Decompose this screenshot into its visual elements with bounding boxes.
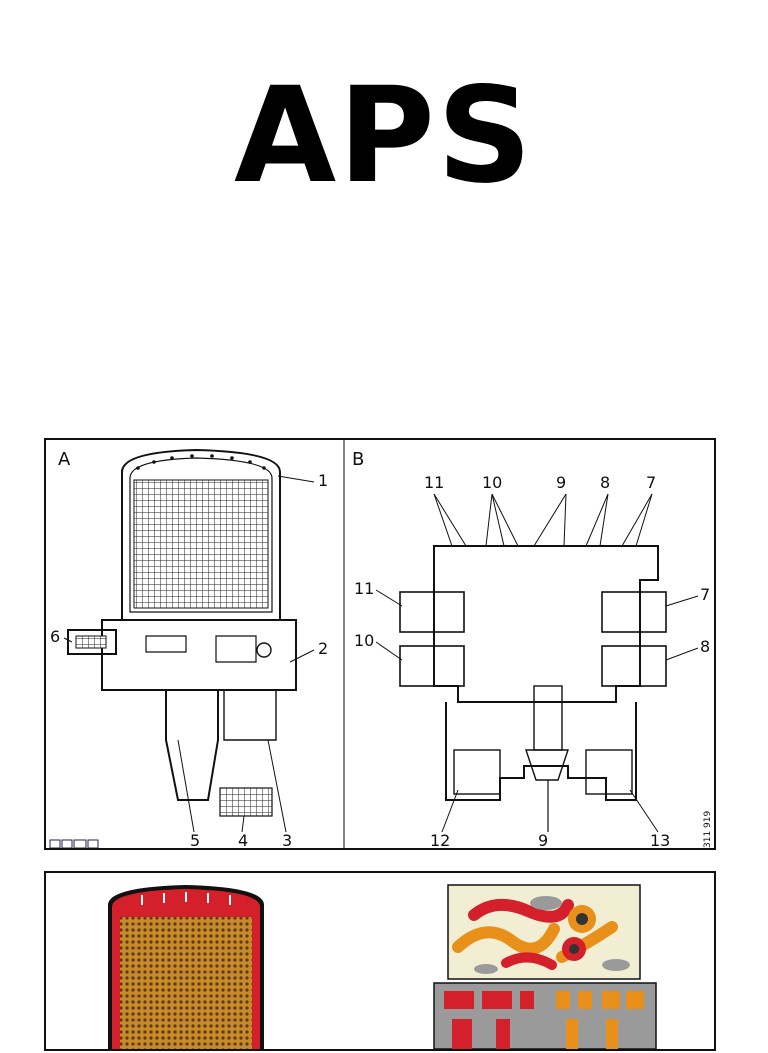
callout-a-6: 6 — [50, 627, 60, 646]
callout-a-5: 5 — [190, 831, 200, 848]
colored-diagram — [44, 871, 716, 1051]
toolbar-icons — [49, 839, 99, 849]
cartridge-dots — [136, 454, 266, 470]
callout-b-top-8: 8 — [600, 473, 610, 492]
colored-diagram-svg — [108, 884, 657, 1050]
dryer-cartridge — [121, 448, 281, 621]
valve-body-a — [101, 619, 297, 801]
callout-a-1: 1 — [318, 471, 328, 490]
callout-a-2: 2 — [318, 639, 328, 658]
reference-code: 311 919 — [703, 811, 713, 848]
diagram-svg: A 1 2 3 4 5 6 B 11 10 9 8 — [49, 440, 713, 850]
part-6-housing — [67, 629, 117, 655]
callout-b-bottom-9: 9 — [538, 831, 548, 848]
callout-a-4: 4 — [238, 831, 248, 848]
panel-b-label: B — [352, 449, 364, 470]
muffler-4 — [219, 787, 273, 817]
callout-b-left-11: 11 — [354, 579, 374, 598]
callout-b-top-10: 10 — [482, 473, 502, 492]
manifold-strip — [433, 982, 657, 1050]
leader-lines-b-top — [433, 493, 653, 547]
callout-b-bottom-13: 13 — [650, 831, 670, 848]
callout-b-left-10: 10 — [354, 631, 374, 650]
callout-b-top-9: 9 — [556, 473, 566, 492]
leader-lines-b-side — [375, 589, 699, 661]
callout-b-right-8: 8 — [700, 637, 710, 656]
flow-panel — [447, 884, 641, 980]
colored-cartridge — [108, 885, 264, 1049]
callout-b-right-7: 7 — [700, 585, 710, 604]
leader-lines-a — [63, 475, 315, 833]
technical-diagram: A 1 2 3 4 5 6 B 11 10 9 8 — [44, 438, 716, 850]
page-title: APS — [234, 59, 534, 213]
callout-b-top-7: 7 — [646, 473, 656, 492]
callout-b-bottom-12: 12 — [430, 831, 450, 848]
panel-a-label: A — [58, 449, 71, 470]
leader-lines-b-bottom — [441, 789, 659, 833]
part-6-insert — [75, 635, 107, 649]
valve-body-b — [399, 545, 667, 832]
callout-a-3: 3 — [282, 831, 292, 848]
callout-b-top-11: 11 — [424, 473, 444, 492]
